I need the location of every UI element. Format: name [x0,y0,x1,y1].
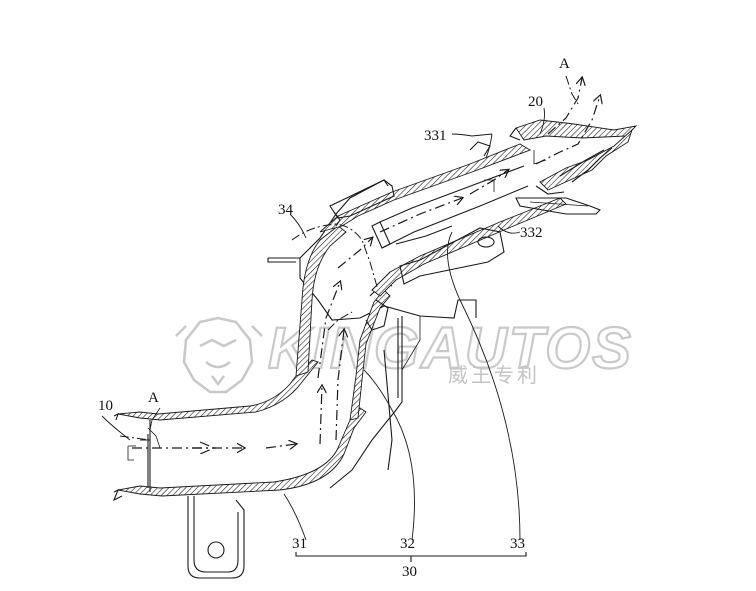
label-10: 10 [98,398,113,414]
label-30: 30 [402,564,417,580]
outlet-nozzle-20 [509,119,638,195]
watermark-subtitle: 威王专利 [448,363,540,387]
watermark-text: KINGAUTOS [268,316,633,381]
group-bracket-30 [295,552,527,562]
leader-lines [283,107,545,541]
label-a-top: A [559,56,570,72]
label-34: 34 [278,202,294,218]
lion-logo-icon [175,316,263,394]
label-a-left: A [148,390,159,406]
label-31: 31 [292,536,307,552]
duct-section-33 [319,141,601,297]
reference-labels: 10 A 20 A 331 332 34 31 32 33 30 [98,56,570,580]
airflow-arrows [127,78,600,461]
section-line-a [147,75,579,449]
watermark: KINGAUTOS 威王专利 [175,315,633,394]
foot-bracket [187,496,245,579]
label-20: 20 [528,94,543,110]
label-332: 332 [520,225,543,241]
duct-section-31 [101,359,367,502]
boundary-lines [119,223,379,441]
label-32: 32 [400,536,415,552]
label-33: 33 [510,536,525,552]
label-331: 331 [424,128,447,144]
